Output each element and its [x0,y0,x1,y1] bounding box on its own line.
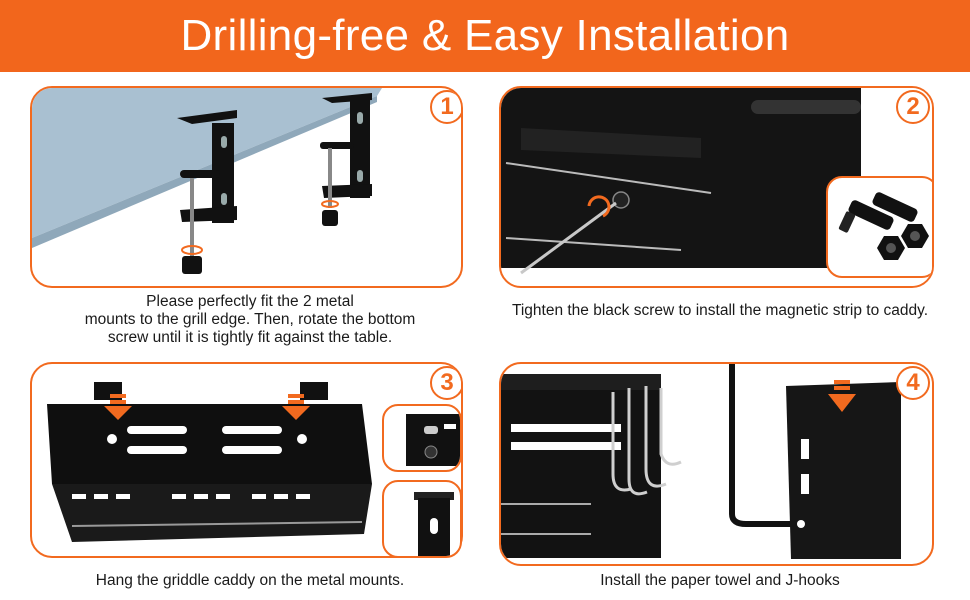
step-2-badge: 2 [896,90,930,124]
step-4-illustration [501,364,901,559]
step-3-illustration [47,382,372,542]
black-screw [612,191,630,209]
magnetic-strip [505,162,712,251]
step-1-badge: 1 [430,90,461,124]
screwdriver [520,201,617,275]
step-3-inset-mount-slot [382,404,462,472]
caddy-side [501,88,861,268]
down-arrow-icon [104,394,310,420]
step-2-panel: 2 [499,86,934,288]
mount-slot-detail-icon [406,414,460,466]
step-1-panel: 1 [30,86,463,288]
step-2-inset-screws [826,176,932,278]
step-2-illustration [501,88,932,286]
step-3-badge: 3 [430,366,461,400]
step-1-caption-line-2: mounts to the grill edge. Then, rotate t… [84,311,416,328]
clamp-mount-right [320,93,372,226]
mount-hook-detail-icon [414,492,454,556]
step-3-inset-mount-hook [382,480,462,558]
step-2-caption: Tighten the black screw to install the m… [511,302,929,319]
page-title: Drilling-free & Easy Installation [180,11,790,60]
rotate-arrow-icon [587,195,611,218]
header-banner: Drilling-free & Easy Installation [0,0,970,72]
caddy-body-right [786,382,901,559]
step-4-caption: Install the paper towel and J-hooks [600,572,840,589]
step-3-caption: Hang the griddle caddy on the metal moun… [95,572,405,589]
screws-and-nuts-icon [838,192,929,260]
down-arrow-icon [828,380,856,412]
step-4-badge: 4 [896,366,930,400]
paper-towel-holder [729,364,791,527]
step-1-caption: Please perfectly fit the 2 metal mounts … [60,293,440,347]
step-1-caption-line-1: Please perfectly fit the 2 metal [146,293,354,310]
table-top [32,88,382,238]
j-hook-icon [611,386,682,496]
clamp-mount-left [177,110,237,274]
step-1-illustration [32,88,382,274]
step-4-panel: 4 [499,362,934,566]
caddy-body [47,404,372,484]
step-1-caption-line-3: screw until it is tightly fit against th… [107,329,393,346]
magnetic-strip [71,521,363,527]
caddy-with-hooks [501,374,661,558]
